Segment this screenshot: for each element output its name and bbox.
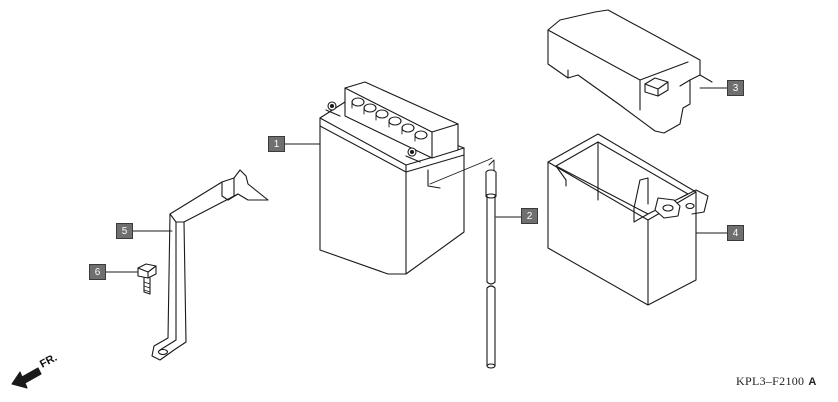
front-direction-arrow-icon [11,367,42,389]
battery-case [547,133,709,306]
battery-holder-bracket [151,169,269,361]
callout-3: 3 [727,80,744,96]
callout-5: 5 [116,223,133,239]
figure-code-suffix: A [808,376,817,388]
callout-6: 6 [89,264,106,280]
battery [319,81,465,275]
battery-cover [547,9,713,134]
callout-2: 2 [521,208,538,224]
figure-code-text: KPL3–F2100 [736,374,805,388]
bolt [137,263,157,295]
breather-tube [429,157,497,369]
callout-1: 1 [268,136,285,152]
callout-4: 4 [727,225,744,241]
